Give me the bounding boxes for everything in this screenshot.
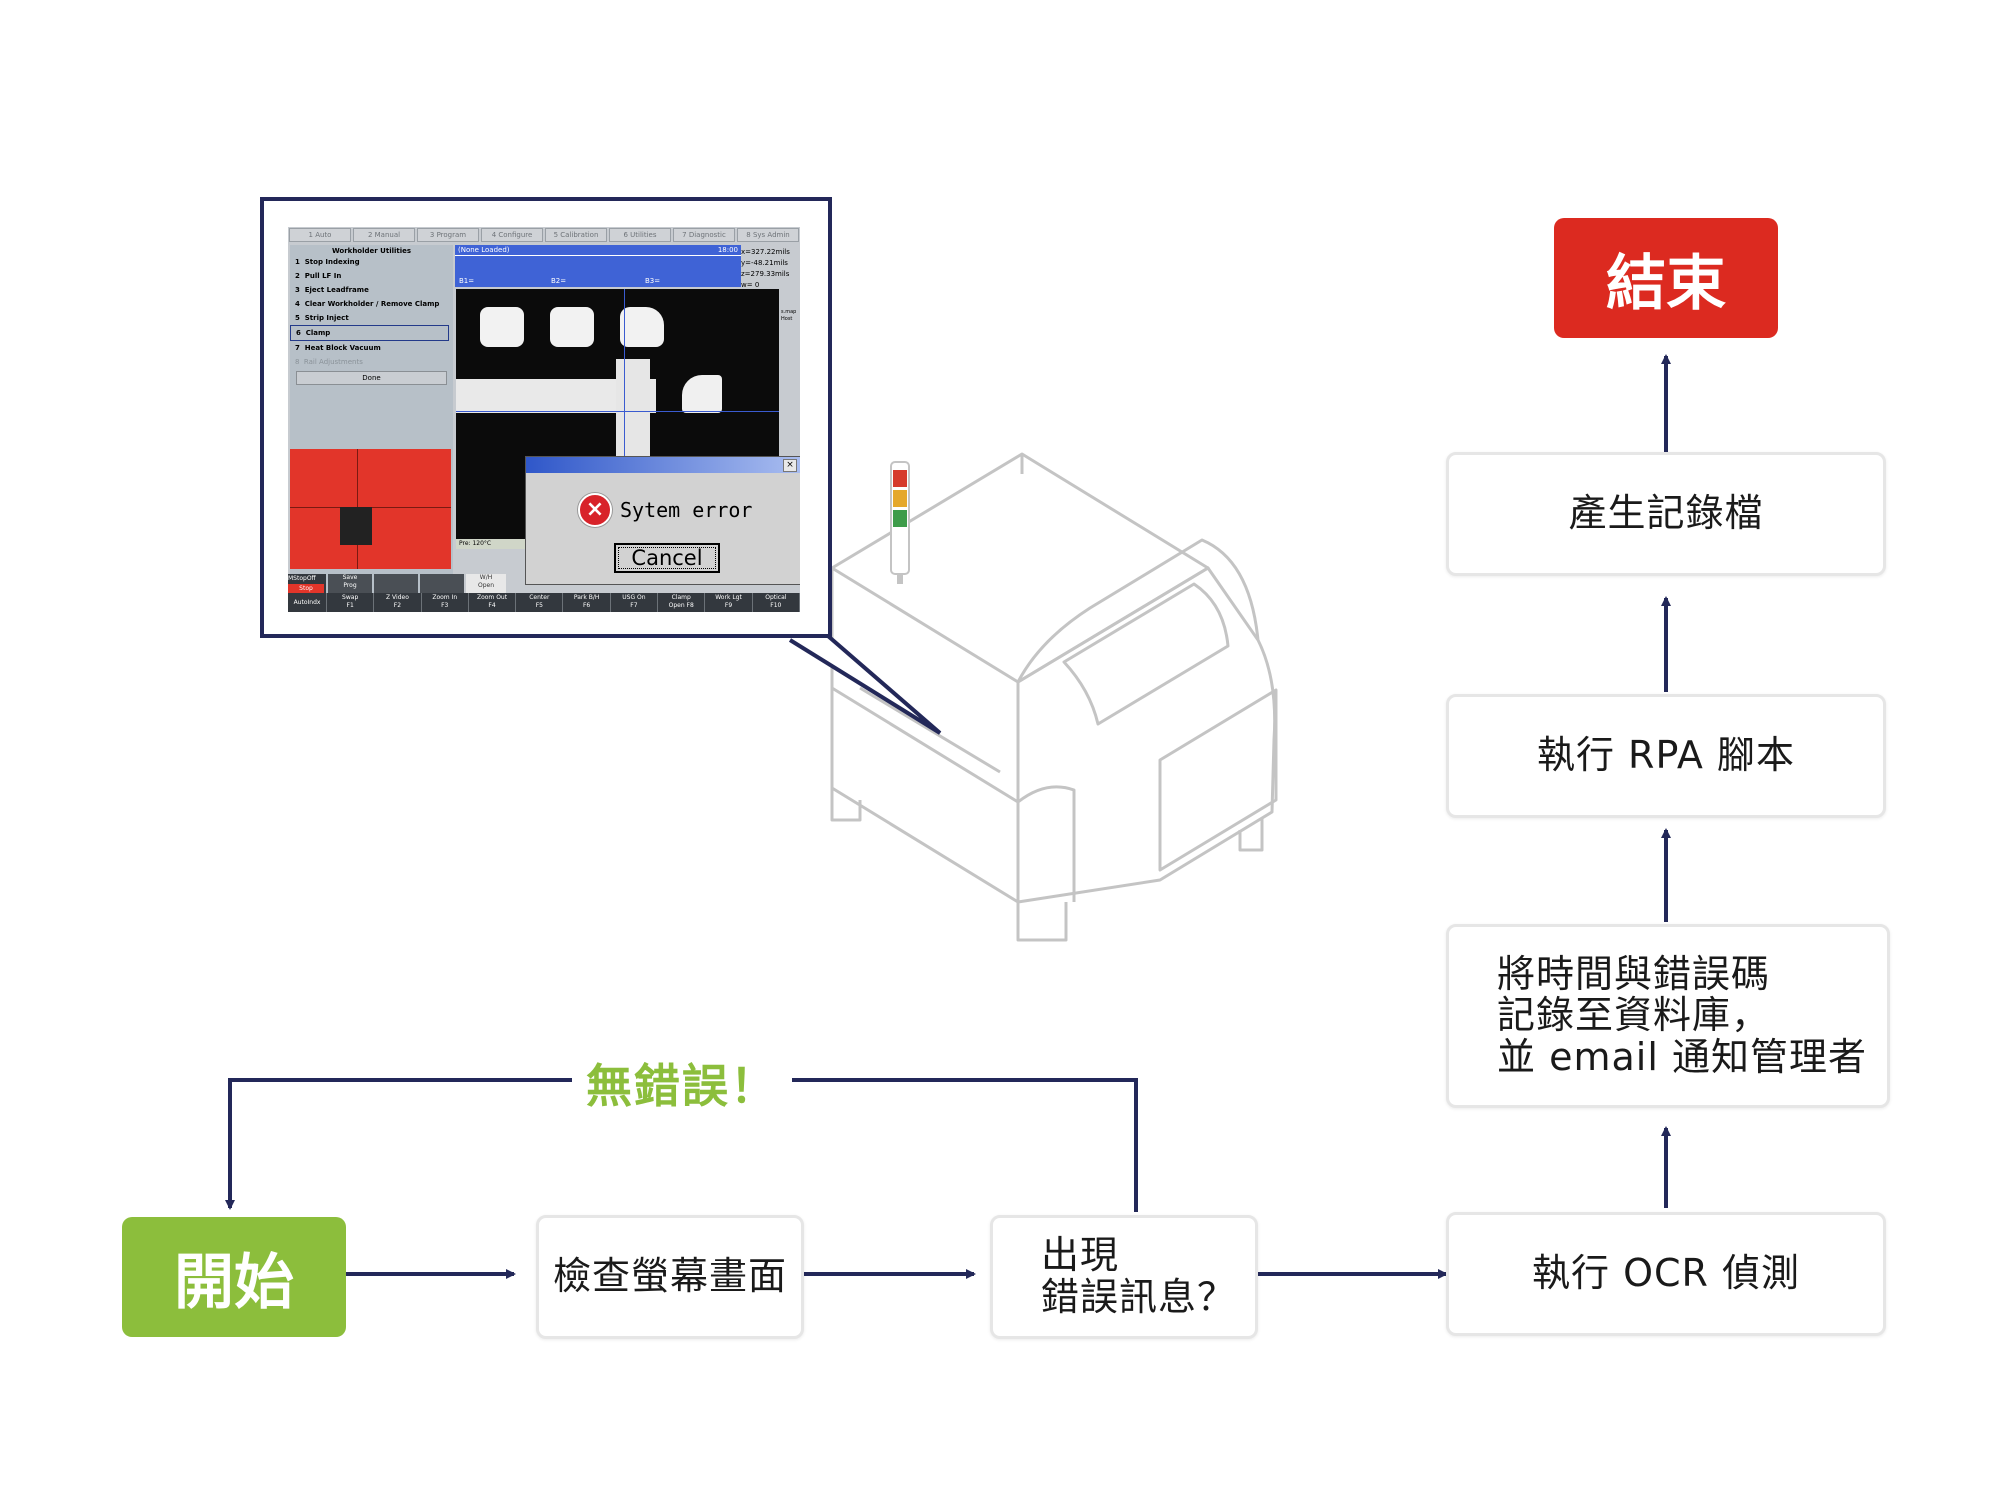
hmi-menu-item[interactable]: 2 Pull LF In (295, 272, 342, 280)
ocr-node: 執行 OCR 偵測 (1446, 1212, 1886, 1336)
hmi-fkey[interactable]: Zoom In F3 (422, 593, 469, 612)
hmi-fkey[interactable]: Optical F10 (753, 593, 800, 612)
hmi-fkey[interactable]: Park B/H F6 (563, 593, 611, 612)
hmi-tab[interactable]: 3 Program (417, 228, 479, 242)
close-icon[interactable]: × (783, 459, 797, 472)
hmi-tab[interactable]: 6 Utilities (609, 228, 671, 242)
hmi-tab[interactable]: 8 Sys Admin (737, 228, 799, 242)
hmi-none-loaded: (None Loaded) (458, 246, 510, 254)
record-node: 將時間與錯誤碼 記錄至資料庫， 並 email 通知管理者 (1446, 924, 1890, 1108)
hmi-status-bar: (None Loaded) 18:00 B1= B2= B3= (455, 245, 741, 287)
hmi-side-labels: s.map Host (781, 309, 797, 322)
hmi-screenshot: 1 Auto 2 Manual 3 Program 4 Configure 5 … (288, 227, 800, 612)
hmi-menu-item[interactable]: 5 Strip Inject (295, 314, 349, 322)
hmi-stop-button[interactable]: Stop (288, 584, 324, 593)
error-dialog-titlebar: × (526, 457, 800, 473)
hmi-menu-item[interactable]: 3 Eject Leadframe (295, 286, 369, 294)
hmi-tab[interactable]: 1 Auto (289, 228, 351, 242)
machine-illustration (830, 452, 1278, 942)
end-node: 結束 (1554, 218, 1778, 338)
start-node: 開始 (122, 1217, 346, 1337)
hmi-b3: B3= (645, 277, 661, 285)
record-label: 將時間與錯誤碼 記錄至資料庫， 並 email 通知管理者 (1497, 952, 1867, 1079)
rpa-label: 執行 RPA 腳本 (1536, 733, 1796, 778)
hmi-secondary-keys: MStopOff Stop Save Prog W/H Open (288, 574, 800, 593)
hmi-fkey[interactable]: Clamp Open F8 (658, 593, 706, 612)
no-error-label: 無錯誤！ (572, 1050, 792, 1116)
cancel-button[interactable]: Cancel (614, 543, 720, 573)
hmi-position-map (290, 449, 451, 569)
hmi-coordinates: x=327.22mils y=-48.21mils z=279.33mils w… (741, 248, 790, 289)
hmi-menu-item[interactable]: 4 Clear Workholder / Remove Clamp (295, 300, 440, 308)
hmi-fkey[interactable]: Swap F1 (327, 593, 375, 612)
hmi-b1: B1= (459, 277, 475, 285)
hmi-save-prog-button[interactable]: Save Prog (328, 574, 372, 593)
hmi-function-keys: AutoIndx Swap F1 Z Video F2 Zoom In F3 Z… (288, 593, 800, 612)
hmi-menu-item[interactable]: 1 Stop Indexing (295, 258, 360, 266)
hmi-time: 18:00 (717, 246, 738, 254)
check-screen-label: 檢查螢幕畫面 (552, 1254, 787, 1299)
log-node: 產生記錄檔 (1446, 452, 1886, 576)
error-icon: × (578, 493, 612, 527)
hmi-autoindx[interactable]: AutoIndx (288, 593, 327, 612)
end-label: 結束 (1606, 248, 1726, 319)
hmi-fkey[interactable]: USG On F7 (611, 593, 659, 612)
hmi-tab[interactable]: 5 Calibration (545, 228, 607, 242)
hmi-fkey[interactable]: Zoom Out F4 (469, 593, 517, 612)
callout-pointer (788, 634, 942, 735)
hmi-fkey[interactable]: Center F5 (516, 593, 564, 612)
error-message-row: × Sytem error (578, 493, 752, 527)
hmi-tab[interactable]: 7 Diagnostic (673, 228, 735, 242)
stack-light (890, 461, 910, 584)
error-decision-node: 出現 錯誤訊息？ (990, 1215, 1258, 1339)
check-screen-node: 檢查螢幕畫面 (536, 1215, 804, 1339)
hmi-fkey[interactable]: Z Video F2 (374, 593, 422, 612)
hmi-tab-bar: 1 Auto 2 Manual 3 Program 4 Configure 5 … (288, 227, 800, 243)
error-message: Sytem error (620, 498, 753, 522)
hmi-wh-open-button[interactable]: W/H Open (466, 574, 506, 593)
error-dialog: × × Sytem error Cancel (525, 456, 800, 585)
hmi-pre-temp: Pre: 120°C (456, 539, 529, 549)
error-decision-label: 出現 錯誤訊息？ (1041, 1233, 1237, 1319)
rpa-node: 執行 RPA 腳本 (1446, 694, 1886, 818)
start-label: 開始 (174, 1247, 294, 1318)
hmi-done-button[interactable]: Done (296, 371, 447, 385)
hmi-tab[interactable]: 4 Configure (481, 228, 543, 242)
hmi-panel-title: Workholder Utilities (331, 247, 412, 255)
hmi-menu-item-disabled: 8 Rail Adjustments (295, 358, 363, 366)
hmi-menu-item-selected[interactable]: 6 Clamp (290, 325, 449, 341)
log-label: 產生記錄檔 (1568, 491, 1764, 536)
hmi-fkey[interactable]: Work Lgt F9 (705, 593, 753, 612)
hmi-b2: B2= (551, 277, 567, 285)
ocr-label: 執行 OCR 偵測 (1531, 1251, 1800, 1296)
hmi-tab[interactable]: 2 Manual (353, 228, 415, 242)
hmi-menu-item[interactable]: 7 Heat Block Vacuum (295, 344, 381, 352)
